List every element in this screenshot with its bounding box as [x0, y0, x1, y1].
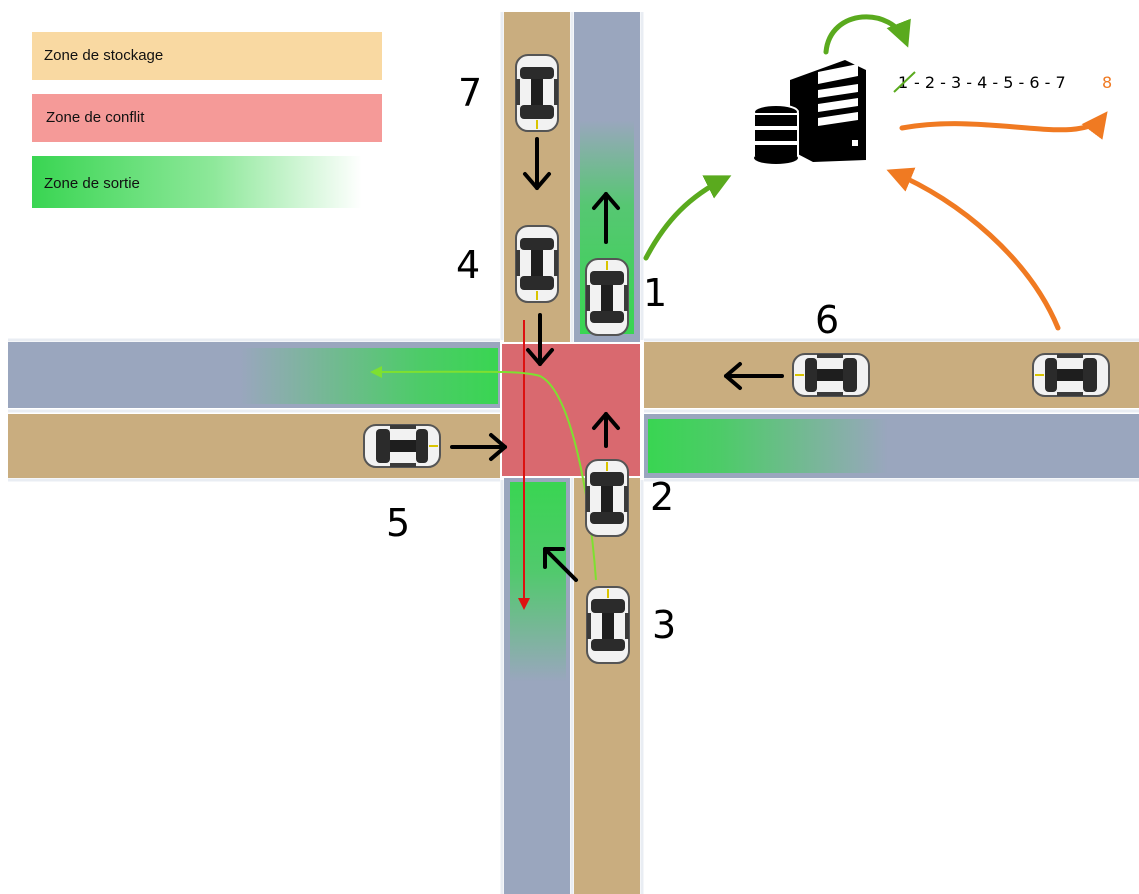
queue-new-item: 8 [1102, 73, 1112, 92]
car-number: 6 [815, 298, 839, 342]
arrow-up-left-icon [543, 547, 578, 582]
roads [8, 12, 1139, 894]
south-storage-lane [574, 478, 640, 894]
legend-conflict-label: Zone de conflit [46, 109, 145, 126]
legend-conflict-swatch [32, 94, 382, 142]
car-2: 2 [585, 459, 674, 537]
priority-queue: 1 - 2 - 3 - 4 - 5 - 6 - 7 8 [893, 71, 1112, 93]
arrow-server-to-queue [823, 14, 911, 55]
server-database-icon [753, 60, 866, 164]
car-number: 3 [652, 603, 676, 647]
legend-exit-swatch [32, 156, 362, 208]
arrow-up-icon [592, 412, 620, 448]
arrow-server-to-queue-new [899, 111, 1108, 140]
arrow-car8-to-server [886, 167, 1061, 331]
conflict-zone [502, 344, 640, 476]
car-8 [1032, 353, 1110, 397]
strike-icon [893, 71, 916, 93]
arrow-car1-to-server [643, 175, 732, 261]
legend-conflict: Zone de conflit [32, 94, 382, 142]
car-number: 7 [458, 71, 482, 115]
car-number: 2 [650, 475, 674, 519]
exit-zone-east [648, 419, 888, 473]
car-4: 4 [456, 225, 559, 303]
car-6: 6 [792, 298, 870, 397]
arrow-up-icon [592, 192, 620, 244]
car-5: 5 [363, 424, 441, 545]
legend: Zone de stockage Zone de conflit Zone de… [32, 32, 382, 208]
direction-arrows [450, 137, 784, 582]
arrow-down-icon [526, 313, 554, 366]
car-number: 4 [456, 243, 480, 287]
legend-storage-label: Zone de stockage [44, 47, 163, 64]
legend-exit-label: Zone de sortie [44, 175, 140, 192]
legend-storage-swatch [32, 32, 382, 80]
communication-arrows [643, 14, 1108, 331]
car-7: 7 [458, 54, 559, 132]
car-number: 5 [386, 501, 410, 545]
exit-zone-south [510, 482, 566, 682]
exit-zone-west [240, 348, 498, 404]
arrow-down-icon [523, 137, 551, 190]
legend-storage: Zone de stockage [32, 32, 382, 80]
queue-remaining-items: - 2 - 3 - 4 - 5 - 6 - 7 [914, 73, 1066, 92]
car-number: 1 [643, 271, 667, 315]
arrow-left-icon [724, 362, 784, 390]
arrow-right-icon [450, 433, 507, 461]
legend-exit: Zone de sortie [32, 156, 362, 208]
car-1: 1 [585, 258, 667, 336]
car-3: 3 [586, 586, 676, 664]
cars: 7 4 1 2 3 5 6 [363, 54, 1110, 664]
